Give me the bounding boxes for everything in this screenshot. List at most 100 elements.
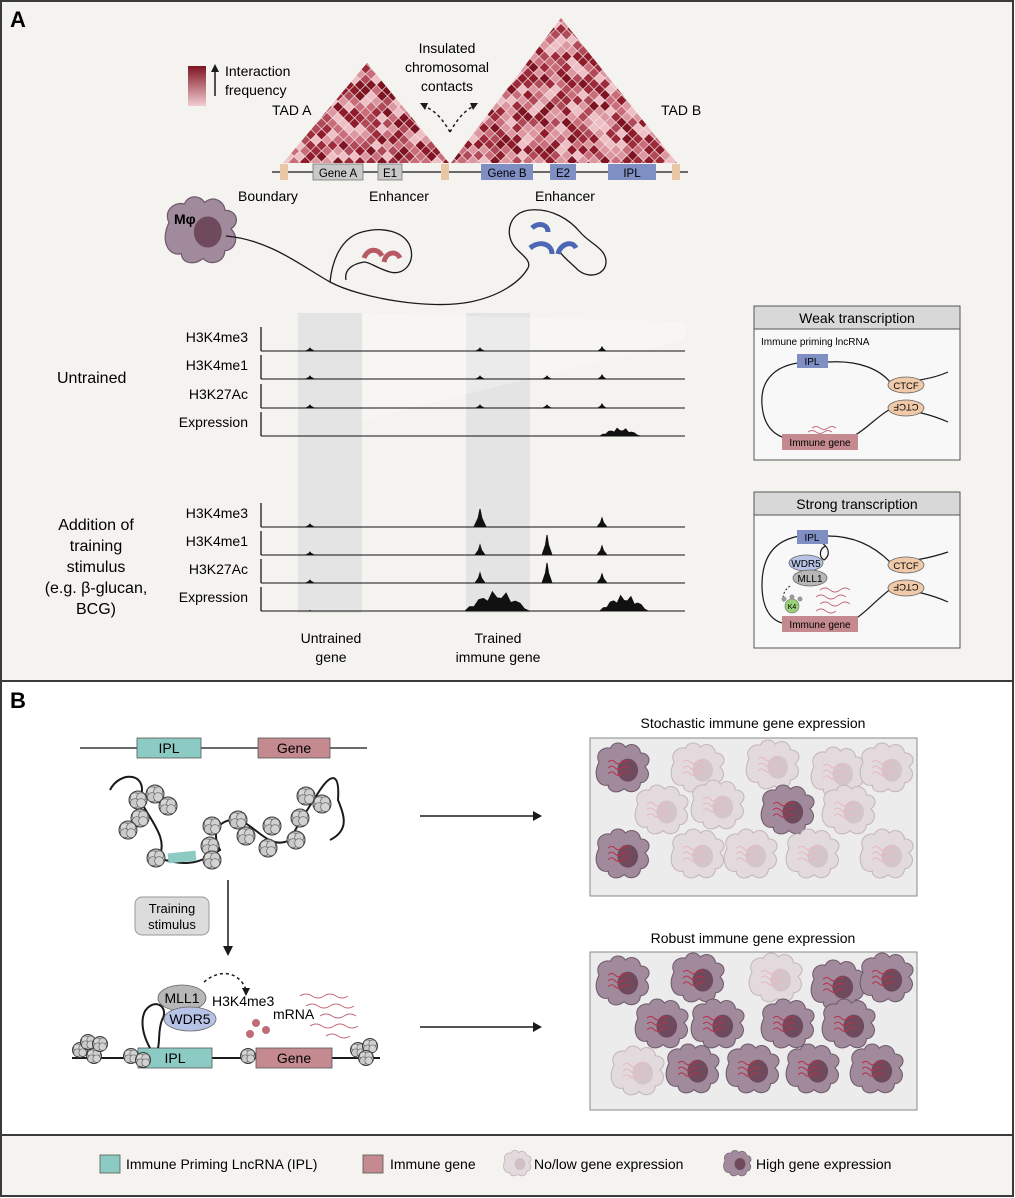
legend-low-cell-icon: [503, 1150, 532, 1177]
strong-ctcf-label-2: CTCF: [893, 581, 919, 592]
high-expression-cell: [595, 955, 650, 1006]
panel-b-letter: B: [10, 688, 26, 713]
heatmap-cell: [654, 155, 666, 163]
strong-mrna-icon: [815, 587, 851, 614]
strong-ctcf-label-1: CTCF: [893, 561, 919, 572]
track-signal: [261, 403, 685, 409]
low-expression-cell: [670, 828, 725, 879]
chromosomal-label: chromosomal: [405, 59, 489, 75]
training-line-4: (e.g. β-glucan,: [45, 580, 148, 597]
shade-trained-gene: [466, 313, 530, 613]
weak-immune-gene-box: [782, 434, 858, 450]
training-stimulus-label-1: Training: [149, 901, 195, 916]
b-wdr5-label: WDR5: [169, 1011, 210, 1027]
high-expression-cell: [725, 1043, 780, 1094]
robust-cells: [595, 952, 914, 1096]
high-expression-cell: [595, 828, 650, 879]
b-wdr5: [163, 1006, 217, 1032]
up-arrowhead-icon: [211, 64, 219, 72]
low-expression-cell: [690, 779, 745, 830]
nucleosome: [258, 838, 278, 858]
heatmap-cell: [500, 155, 512, 163]
strong-title: Strong transcription: [796, 496, 917, 512]
insulated-arrowhead-left-icon: [420, 103, 428, 110]
track-label: H3K4me1: [186, 357, 248, 373]
strong-ipl-label: IPL: [804, 533, 819, 544]
nucleosome: [135, 1052, 151, 1068]
heatmap-cell: [467, 155, 479, 163]
heatmap-cell: [299, 156, 311, 163]
trained-gene-label-2: immune gene: [456, 649, 541, 665]
high-expression-cell: [595, 742, 650, 793]
dna-fiber-tad-a: [329, 229, 413, 283]
b-mrna-label: mRNA: [273, 1006, 315, 1022]
heatmap-cell: [288, 156, 300, 163]
untrained-gene-label-2: gene: [315, 649, 346, 665]
track-label: H3K4me3: [186, 505, 248, 521]
high-expression-cell: [810, 959, 865, 1010]
high-expression-cell: [849, 1043, 904, 1094]
heatmap-cell: [555, 155, 567, 163]
ipl-box-a: [608, 164, 656, 180]
track-label: H3K4me3: [186, 329, 248, 345]
weak-immune-gene-label: Immune gene: [789, 438, 851, 449]
nucleosome: [92, 1036, 108, 1052]
heatmap-cell: [442, 156, 449, 163]
methyl-mark-1: [252, 1019, 260, 1027]
enhancer-contact-a2: [381, 250, 403, 263]
strong-histone-3: [797, 596, 803, 602]
heatmap-cell: [621, 155, 633, 163]
macrophage-label: Mφ: [174, 211, 196, 227]
strong-ipl-box: [797, 530, 828, 544]
heatmap-cell: [511, 155, 523, 163]
legend-high-label: High gene expression: [756, 1156, 891, 1172]
heatmap-cell: [478, 155, 490, 163]
nucleosome: [358, 1050, 374, 1066]
training-stimulus-box: [134, 896, 210, 936]
weak-caption: Immune priming lncRNA: [761, 337, 870, 348]
strong-immune-gene-box: [782, 616, 858, 632]
enhancer-contact-b2: [555, 241, 579, 255]
track-signal: [261, 590, 685, 612]
nucleosome: [240, 1048, 256, 1064]
e2-label: E2: [556, 168, 570, 180]
trained-gene-label-1: Trained: [475, 630, 522, 646]
weak-ctcf-label-1: CTCF: [893, 381, 919, 392]
high-expression-cell: [760, 784, 815, 835]
panel-b-gene-box: [257, 737, 331, 759]
heatmap-cell: [599, 155, 611, 163]
robust-title: Robust immune gene expression: [651, 930, 856, 946]
heatmap-cell: [409, 156, 421, 163]
nucleosome: [228, 810, 248, 830]
strong-wdr5-label: WDR5: [791, 559, 821, 570]
heatmap-cell: [632, 155, 644, 163]
legend-gene-label: Immune gene: [390, 1156, 476, 1172]
gene-b-label: Gene B: [488, 168, 527, 180]
tad-b-label: TAD B: [661, 102, 701, 118]
enhancer-label-2: Enhancer: [535, 188, 595, 204]
heatmap-cell: [456, 155, 468, 163]
nucleosome: [200, 836, 220, 856]
low-expression-cell: [670, 742, 725, 793]
e1-box: [377, 163, 403, 181]
nucleosomes-untrained: [118, 784, 332, 870]
track-signal: [261, 508, 685, 528]
legend-high-cell-icon: [723, 1150, 752, 1177]
macrophage-cell: [164, 196, 238, 264]
high-expression-cell: [690, 998, 745, 1049]
nucleosome: [286, 830, 306, 850]
trained-gene-label: Gene: [277, 1050, 311, 1066]
high-expression-cell: [821, 998, 876, 1049]
heatmap-cell: [310, 156, 322, 163]
heatmap-cell: [376, 156, 388, 163]
heatmap-cell: [431, 156, 443, 163]
boundary-marker-3: [672, 164, 680, 180]
low-expression-cell: [859, 828, 914, 879]
training-line-1: Addition of: [58, 517, 134, 534]
low-expression-cell: [821, 784, 876, 835]
heatmap-cell: [566, 155, 578, 163]
nucleosome: [130, 808, 150, 828]
training-down-arrowhead-icon: [223, 946, 233, 956]
